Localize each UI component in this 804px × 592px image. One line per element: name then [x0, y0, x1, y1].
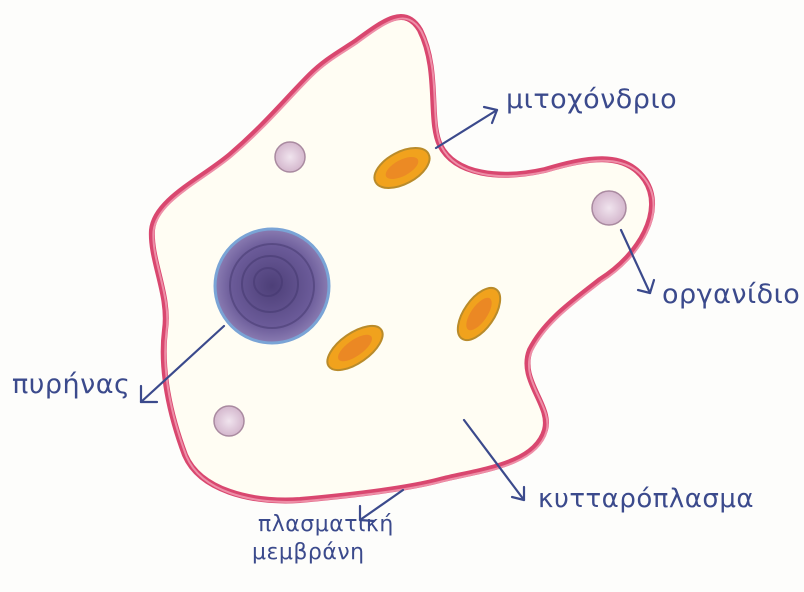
- organelle-2: [592, 191, 626, 225]
- label-mitochondrion: μιτοχόνδριο: [506, 86, 677, 113]
- label-cytoplasm: κυτταρόπλασμα: [538, 486, 754, 512]
- organelle-3: [214, 406, 244, 436]
- nucleus: [215, 229, 329, 343]
- label-nucleus: πυρήνας: [12, 371, 130, 398]
- label-membrane-line2: μεμβράνη: [252, 542, 365, 564]
- label-membrane-line1: πλασματική: [258, 514, 394, 536]
- arrow-mitochondrion: [436, 107, 497, 148]
- organelle-1: [275, 142, 305, 172]
- label-organelle: οργανίδιο: [662, 281, 800, 308]
